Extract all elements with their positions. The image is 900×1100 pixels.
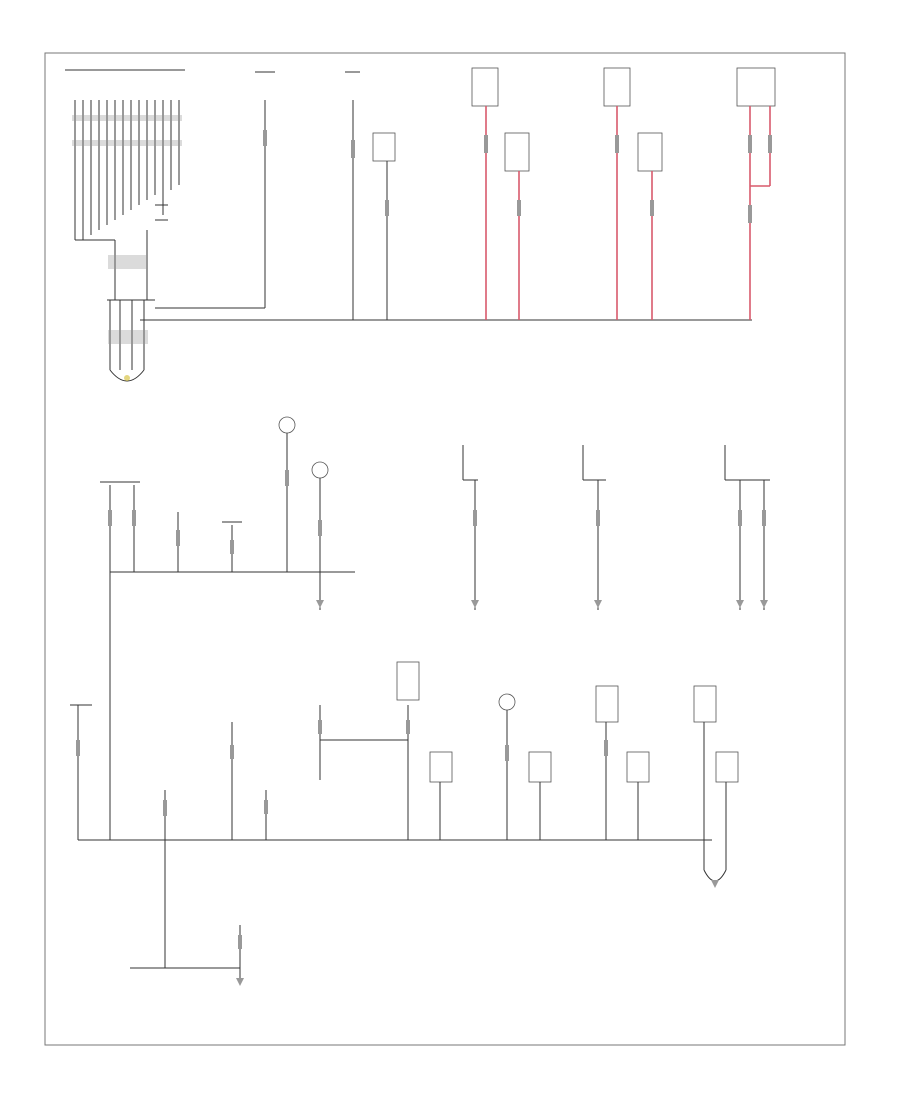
left-connector-bundle (65, 69, 185, 382)
lower-ground-circuit (70, 661, 739, 968)
bottom-ground-circuit (130, 925, 244, 986)
middle-ground-circuit (100, 416, 770, 840)
top-ground-circuit (65, 67, 776, 382)
diagram-frame (44, 52, 846, 1046)
ground-point-icon (124, 375, 130, 381)
